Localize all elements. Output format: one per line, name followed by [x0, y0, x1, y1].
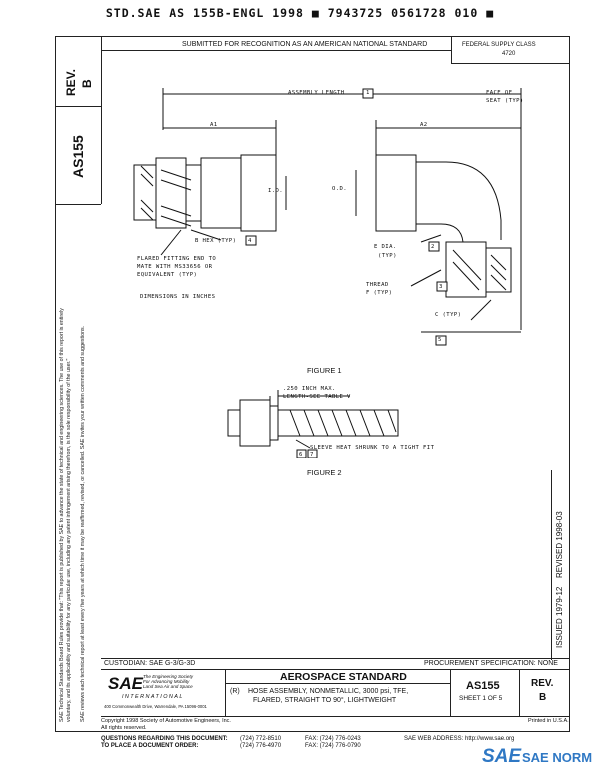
federal-supply-label: FEDERAL SUPPLY CLASS — [462, 42, 536, 48]
document-stamp: STD.SAE AS 155B-ENGL 1998 ■ 7943725 0561… — [105, 6, 495, 20]
title-rev-value: B — [539, 692, 547, 703]
aerospace-standard: AEROSPACE STANDARD — [280, 671, 407, 683]
fig2-length-label: LENGTH-SEE TABLE V — [283, 394, 351, 400]
issued-date: ISSUED 1979-12 — [555, 586, 564, 648]
c-typ-label: C (TYP) — [435, 312, 462, 318]
figure-2-caption: FIGURE 2 — [307, 468, 342, 477]
fig2-tag-7: 7 — [310, 452, 314, 458]
flared-line-3: EQUIVALENT (TYP) — [137, 272, 198, 278]
tag-5: 5 — [438, 337, 442, 343]
flared-line-1: FLARED FITTING END TO — [137, 256, 217, 262]
sae-international: INTERNATIONAL — [122, 694, 184, 700]
revised-date: REVISED 1998-03 — [555, 511, 564, 578]
strip-rev-label: REV. — [64, 69, 78, 96]
fig2-max-label: .250 INCH MAX. — [283, 386, 336, 392]
flared-line-2: MATE WITH MS33656 OR — [137, 264, 213, 270]
title-rev-label: REV. — [531, 678, 554, 689]
title-line-2: FLARED, STRAIGHT TO 90°, LIGHTWEIGHT — [253, 697, 397, 704]
watermark-text: SAE NORM — [522, 750, 593, 765]
id-label: I.D. — [268, 188, 284, 194]
title-doc-number: AS155 — [466, 680, 500, 692]
fax-2: FAX: (724) 776-0790 — [305, 743, 361, 749]
tag-4: 4 — [248, 238, 252, 244]
questions-label: QUESTIONS REGARDING THIS DOCUMENT: — [101, 736, 228, 742]
federal-supply-box — [451, 36, 570, 64]
web-address: SAE WEB ADDRESS: http://www.sae.org — [404, 736, 515, 742]
copyright-2: All rights reserved. — [101, 725, 147, 731]
od-label: O.D. — [332, 186, 348, 192]
sae-logo: SAE — [108, 674, 143, 693]
copyright-1: Copyright 1998 Society of Automotive Eng… — [101, 718, 231, 724]
custodian: CUSTODIAN: SAE G-3/G-3D — [104, 660, 196, 667]
strip-doc-number: AS155 — [70, 135, 86, 178]
title-line-1: HOSE ASSEMBLY, NONMETALLIC, 3000 psi, TF… — [248, 688, 409, 695]
sae-address: 400 Commonwealth Drive, Warrendale, PA 1… — [104, 704, 207, 709]
e-dia-label: E DIA. — [374, 244, 397, 250]
sae-tagline: The Engineering Society For Advancing Mo… — [143, 674, 194, 689]
phone-2: (724) 776-4970 — [240, 743, 282, 749]
figure-2-drawing — [227, 390, 399, 458]
hex-label: B HEX (TYP) — [195, 238, 237, 244]
order-label: TO PLACE A DOCUMENT ORDER: — [101, 743, 199, 749]
submitted-statement: SUBMITTED FOR RECOGNITION AS AN AMERICAN… — [182, 41, 428, 48]
face-of-seat-label: FACE OF — [486, 90, 513, 96]
fig2-tag-6: 6 — [299, 452, 303, 458]
fig2-sleeve-label: SLEEVE HEAT SHRUNK TO A TIGHT FIT — [310, 445, 435, 451]
strip-rev-value: B — [80, 79, 94, 88]
sheet-number: SHEET 1 OF 5 — [459, 695, 503, 702]
printed-in: Printed in U.S.A. — [528, 718, 569, 724]
dimensions-note: DIMENSIONS IN INCHES — [140, 294, 216, 300]
federal-supply-code: 4720 — [502, 51, 516, 57]
face-of-seat-label-2: SEAT (TYP) — [486, 98, 524, 104]
figure-1-drawing — [133, 88, 522, 346]
side-note-2: voluntary, and its applicability and sui… — [66, 358, 72, 722]
e-typ-label: (TYP) — [378, 253, 397, 259]
tag-3: 3 — [439, 284, 443, 290]
a2-label: A2 — [420, 122, 428, 128]
procurement: PROCUREMENT SPECIFICATION: NONE — [424, 660, 558, 667]
side-note-3: SAE reviews each technical report at lea… — [80, 325, 86, 722]
phone-1: (724) 772-8510 — [240, 736, 282, 742]
watermark-logo: SAE — [482, 746, 522, 767]
thread-label: THREAD — [366, 282, 389, 288]
figure-1-caption: FIGURE 1 — [307, 366, 342, 375]
tag-2: 2 — [431, 244, 435, 250]
fax-1: FAX: (724) 776-0243 — [305, 736, 361, 742]
assembly-length-label: ASSEMBLY LENGTH — [288, 90, 345, 96]
page-frame — [55, 36, 570, 732]
revision-mark: (R) — [230, 688, 240, 695]
thread-typ-label: F (TYP) — [366, 290, 393, 296]
tag-1: 1 — [366, 90, 370, 96]
a1-label: A1 — [210, 122, 218, 128]
